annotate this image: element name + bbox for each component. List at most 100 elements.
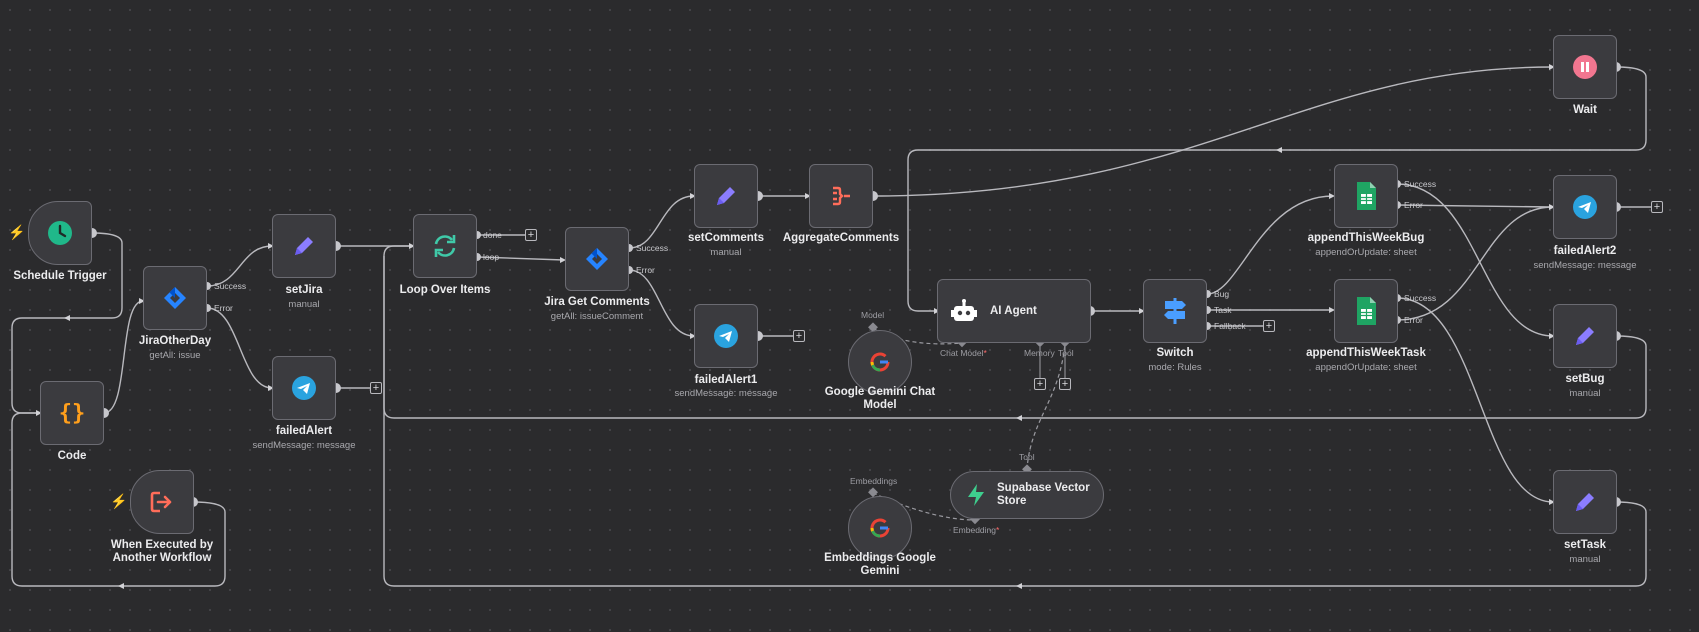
- port-label-model: Model: [861, 310, 885, 320]
- port-label-error: Error: [636, 265, 655, 275]
- port-label-chat-model: Chat Model*: [940, 348, 987, 358]
- add-node-button[interactable]: +: [370, 382, 382, 394]
- pause-icon: [1572, 54, 1598, 80]
- node-set-task[interactable]: [1553, 470, 1617, 534]
- node-failed-alert2[interactable]: [1553, 175, 1617, 239]
- conn-jira-failedalert: [206, 307, 273, 389]
- google-icon: [869, 351, 891, 373]
- port-label-error: Error: [1404, 200, 1423, 210]
- jira-icon: [162, 285, 188, 311]
- node-when-executed[interactable]: [130, 470, 194, 534]
- port-label-embeddings: Embeddings: [850, 476, 898, 486]
- node-ai-agent[interactable]: AI Agent: [937, 279, 1091, 343]
- required-mark: *: [996, 525, 1000, 535]
- node-subtitle: sendMessage: message: [1533, 260, 1637, 271]
- conn-supabase-tool: [1026, 342, 1066, 471]
- chat-model-text: Chat Model: [940, 348, 984, 358]
- node-title: failedAlert: [275, 425, 333, 437]
- node-set-comments[interactable]: [694, 164, 758, 228]
- port-label-tool: Tool: [1058, 348, 1074, 358]
- port-label-error: Error: [214, 303, 233, 313]
- trigger-bolt-icon: ⚡: [110, 493, 128, 509]
- trigger-bolt-icon: ⚡: [8, 224, 26, 240]
- add-node-button[interactable]: +: [525, 229, 537, 241]
- node-title: Switch: [1156, 347, 1194, 359]
- node-title: Wait: [1573, 104, 1597, 116]
- port-label-success: Success: [1404, 179, 1437, 189]
- node-title: appendThisWeekTask: [1306, 347, 1426, 359]
- node-title: AI Agent: [990, 304, 1037, 317]
- add-node-button[interactable]: +: [1263, 320, 1275, 332]
- node-set-jira[interactable]: [272, 214, 336, 278]
- arrowheads: [36, 64, 1555, 589]
- add-node-button[interactable]: +: [1651, 201, 1663, 213]
- node-subtitle: getAll: issueComment: [550, 311, 644, 322]
- node-title: Jira Get Comments: [544, 296, 650, 308]
- node-title: failedAlert1: [694, 374, 758, 386]
- conn-aggregate-wait: [872, 66, 1554, 197]
- telegram-icon: [712, 322, 740, 350]
- title-line-2: Model: [863, 399, 897, 411]
- port-label-success: Success: [214, 281, 247, 291]
- node-title: Supabase Vector Store: [997, 482, 1090, 508]
- node-code[interactable]: {}: [40, 381, 104, 445]
- node-supabase-vector-store[interactable]: Supabase Vector Store: [950, 471, 1104, 519]
- node-title: failedAlert2: [1553, 245, 1617, 257]
- port-label-memory: Memory: [1024, 348, 1055, 358]
- node-aggregate-comments[interactable]: [809, 164, 873, 228]
- node-append-this-week-bug[interactable]: [1334, 164, 1398, 228]
- node-title: setTask: [1564, 539, 1606, 551]
- port-label-embedding: Embedding*: [953, 525, 999, 535]
- add-node-button[interactable]: +: [793, 330, 805, 342]
- node-embeddings-google-gemini[interactable]: [848, 496, 912, 560]
- node-gemini-chat-model[interactable]: [848, 330, 912, 394]
- node-subtitle: manual: [1569, 554, 1601, 565]
- node-title: setBug: [1565, 373, 1605, 385]
- node-jira-other-day[interactable]: [143, 266, 207, 330]
- node-subtitle: manual: [1569, 388, 1601, 399]
- conn-switch-bug: [1206, 195, 1334, 295]
- add-memory-button[interactable]: +: [1034, 378, 1046, 390]
- telegram-icon: [290, 374, 318, 402]
- node-loop-over-items[interactable]: [413, 214, 477, 278]
- conn-jira-setjira: [206, 245, 273, 287]
- node-append-this-week-task[interactable]: [1334, 279, 1398, 343]
- port-label-task: Task: [1214, 305, 1232, 315]
- port-label-bug: Bug: [1214, 289, 1230, 299]
- add-tool-button[interactable]: +: [1059, 378, 1071, 390]
- pencil-icon: [712, 182, 740, 210]
- refresh-icon: [430, 231, 460, 261]
- robot-icon: [950, 298, 978, 324]
- braces-icon: {}: [58, 400, 86, 426]
- node-schedule-trigger[interactable]: [28, 201, 92, 265]
- port-label-success: Success: [1404, 293, 1437, 303]
- node-failed-alert[interactable]: [272, 356, 336, 420]
- node-subtitle: getAll: issue: [149, 350, 201, 361]
- node-title: Embeddings Google Gemini: [808, 552, 952, 578]
- title-line-1: Supabase Vector: [997, 482, 1090, 494]
- conn-task-settask: [1396, 297, 1554, 503]
- main-connections: [11, 66, 1651, 587]
- port-label-fallback: Fallback: [1214, 321, 1246, 331]
- node-subtitle: mode: Rules: [1148, 362, 1202, 373]
- node-title: Google Gemini Chat Model: [808, 386, 952, 412]
- pencil-icon: [1571, 322, 1599, 350]
- node-subtitle: manual: [288, 299, 320, 310]
- port-label-done: done: [483, 230, 502, 240]
- embedding-text: Embedding: [953, 525, 997, 535]
- aggregate-icon: [827, 182, 855, 210]
- node-set-bug[interactable]: [1553, 304, 1617, 368]
- pencil-icon: [1571, 488, 1599, 516]
- node-switch[interactable]: [1143, 279, 1207, 343]
- node-jira-get-comments[interactable]: [565, 227, 629, 291]
- sheets-icon: [1354, 296, 1378, 326]
- node-subtitle: sendMessage: message: [674, 388, 778, 399]
- node-title: AggregateComments: [782, 232, 900, 244]
- exit-icon: [148, 488, 176, 516]
- port-label-success: Success: [636, 243, 669, 253]
- title-line-1: When Executed by: [110, 539, 214, 551]
- node-title: Code: [57, 450, 87, 462]
- node-wait[interactable]: [1553, 35, 1617, 99]
- node-subtitle: sendMessage: message: [252, 440, 356, 451]
- node-failed-alert1[interactable]: [694, 304, 758, 368]
